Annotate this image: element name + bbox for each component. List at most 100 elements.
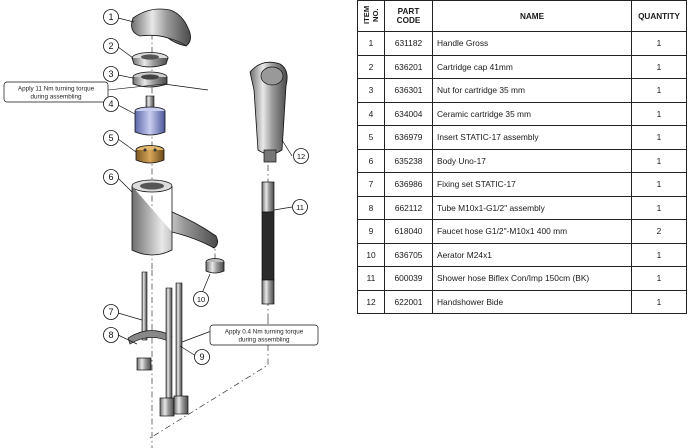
item-no-cell: 8 (357, 195, 385, 220)
item-no-cell: 12 (357, 289, 385, 314)
name-cell: Body Uno-17 (432, 148, 632, 173)
name-cell: Ceramic cartridge 35 mm (432, 101, 632, 126)
handle-part (131, 8, 191, 47)
leader-lines (117, 17, 293, 357)
torque-callout-top-line2: during assembling (30, 94, 82, 101)
table-header-row: ITEM NO. PART CODE NAME QUANTITY (357, 0, 687, 32)
item-no-header: ITEM NO. (357, 0, 385, 32)
name-cell: Handle Gross (432, 31, 632, 56)
item-no-cell: 1 (357, 31, 385, 56)
fixing-set-part (127, 271, 173, 371)
quantity-cell: 1 (631, 289, 687, 314)
balloon-10: 10 (193, 291, 209, 307)
item-no-cell: 7 (357, 172, 385, 197)
part-code-cell: 636986 (384, 172, 433, 197)
item-no-cell: 6 (357, 148, 385, 173)
name-cell: Tube M10x1-G1/2" assembly (432, 195, 632, 220)
cartridge-cap-part (131, 52, 169, 68)
name-cell: Nut for cartridge 35 mm (432, 78, 632, 103)
body-part (131, 179, 218, 256)
balloon-8: 8 (103, 327, 119, 343)
handshower-part (249, 61, 288, 163)
part-balloons: 1 2 3 4 5 6 7 8 9 10 11 12 (103, 9, 309, 365)
balloon-5: 5 (103, 130, 119, 146)
part-code-cell: 636705 (384, 242, 433, 267)
svg-text:5: 5 (108, 133, 113, 143)
quantity-cell: 1 (631, 31, 687, 56)
quantity-cell: 1 (631, 242, 687, 267)
item-no-cell: 2 (357, 54, 385, 79)
balloon-1: 1 (103, 9, 119, 25)
quantity-cell: 2 (631, 219, 687, 244)
part-code-cell: 631182 (384, 31, 433, 56)
faucet-hoses-part (159, 282, 189, 417)
name-cell: Handshower Bide (432, 289, 632, 314)
part-code-header: PART CODE (384, 0, 433, 32)
part-code-cell: 636201 (384, 54, 433, 79)
part-code-cell: 636979 (384, 125, 433, 150)
name-cell: Cartridge cap 41mm (432, 54, 632, 79)
name-cell: Fixing set STATIC-17 (432, 172, 632, 197)
item-no-cell: 11 (357, 266, 385, 291)
part-code-cell: 600039 (384, 266, 433, 291)
svg-text:11: 11 (296, 203, 304, 212)
name-cell: Insert STATIC-17 assembly (432, 125, 632, 150)
item-no-cell: 5 (357, 125, 385, 150)
part-code-cell: 634004 (384, 101, 433, 126)
aerator-part (205, 258, 225, 274)
torque-callout-bottom: Apply 0.4 Nm turning torque during assem… (209, 324, 319, 346)
balloon-4: 4 (103, 96, 119, 112)
name-cell: Aerator M24x1 (432, 242, 632, 267)
svg-text:6: 6 (108, 172, 113, 182)
quantity-cell: 1 (631, 125, 687, 150)
torque-callout-bottom-line1: Apply 0.4 Nm turning torque (225, 329, 304, 336)
nut-part (132, 71, 168, 88)
quantity-cell: 1 (631, 54, 687, 79)
torque-callout-top: Apply 11 Nm turning torque during assemb… (3, 81, 165, 103)
quantity-cell: 1 (631, 101, 687, 126)
svg-text:1: 1 (108, 12, 113, 22)
torque-callout-top-line1: Apply 11 Nm turning torque (18, 86, 95, 93)
quantity-cell: 1 (631, 78, 687, 103)
name-cell: Faucet hose G1/2"-M10x1 400 mm (432, 219, 632, 244)
svg-text:9: 9 (199, 352, 204, 362)
balloon-6: 6 (103, 169, 119, 185)
part-code-cell: 636301 (384, 78, 433, 103)
svg-text:12: 12 (297, 152, 305, 161)
svg-text:3: 3 (108, 69, 113, 79)
part-code-cell: 662112 (384, 195, 433, 220)
item-no-cell: 10 (357, 242, 385, 267)
svg-text:8: 8 (108, 330, 113, 340)
shower-hose-part (261, 181, 275, 305)
balloon-11: 11 (292, 199, 308, 215)
quantity-cell: 1 (631, 172, 687, 197)
quantity-cell: 1 (631, 195, 687, 220)
part-code-cell: 635238 (384, 148, 433, 173)
svg-text:7: 7 (108, 307, 113, 317)
balloon-7: 7 (103, 304, 119, 320)
insert-part (135, 145, 165, 164)
ceramic-cartridge-part (134, 95, 166, 136)
svg-text:2: 2 (108, 41, 113, 51)
balloon-9: 9 (194, 349, 210, 365)
name-cell: Shower hose Biflex Con/Imp 150cm (BK) (432, 266, 632, 291)
part-code-cell: 618040 (384, 219, 433, 244)
quantity-header: QUANTITY (631, 0, 687, 32)
svg-text:10: 10 (197, 295, 205, 304)
balloon-12: 12 (293, 148, 309, 164)
quantity-cell: 1 (631, 148, 687, 173)
